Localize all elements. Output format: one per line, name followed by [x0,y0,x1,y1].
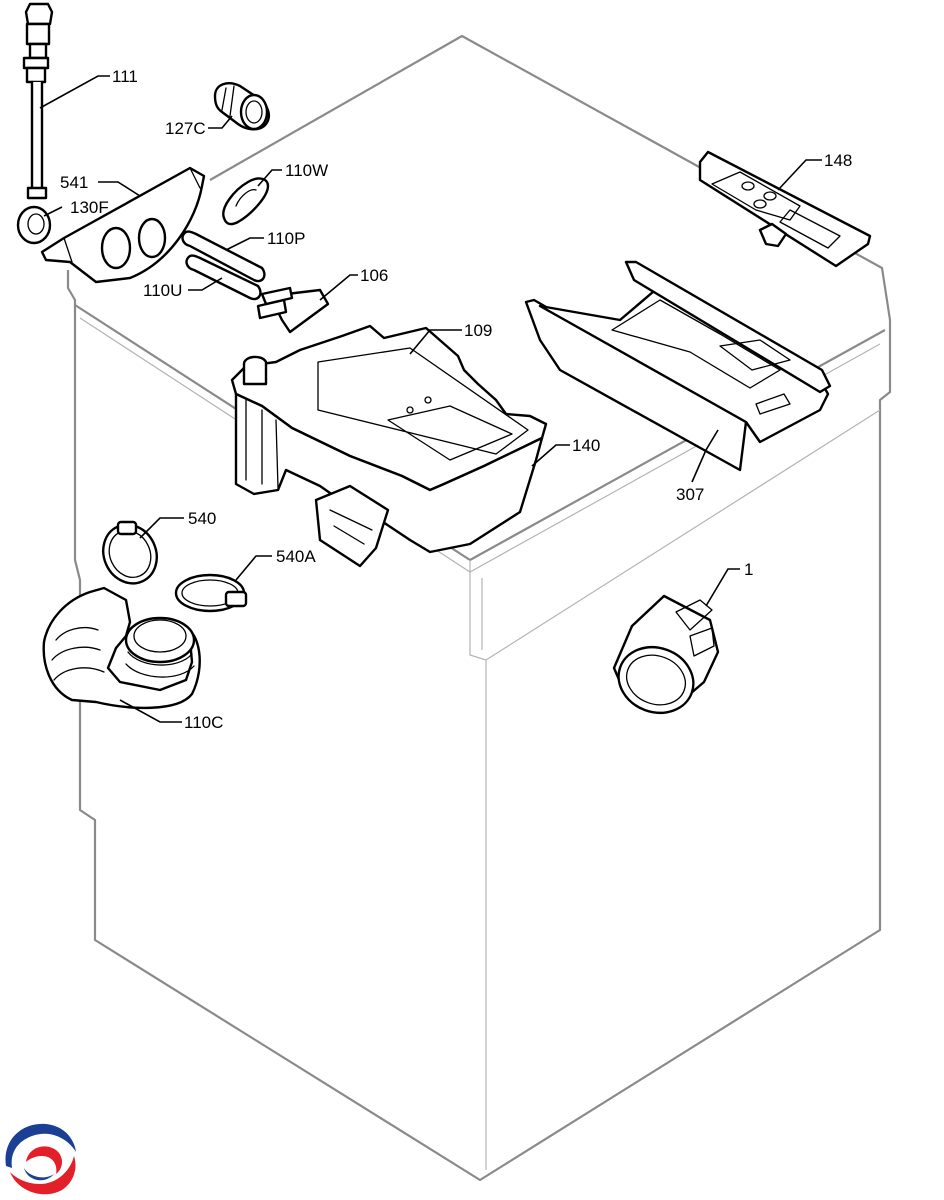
part-540A-clamp [174,573,248,613]
callout-140: 140 [572,436,600,455]
callout-130F: 130F [70,198,109,217]
part-1-heater-seal [612,594,720,714]
callout-109: 109 [464,321,492,340]
callout-110U: 110U [143,281,182,300]
part-111-inlet-hose [22,2,54,200]
callout-106: 106 [360,266,388,285]
part-130F-seal [16,205,52,245]
part-541-panel-bracket [40,166,206,284]
part-127C-fitting [213,82,270,131]
callout-540A: 540A [276,547,316,566]
callout-127C: 127C [165,119,206,138]
callout-110W: 110W [285,161,328,180]
callout-148: 148 [824,151,852,170]
part-140-dispenser-housing [234,355,544,568]
callout-1: 1 [744,560,753,579]
part-307-detergent-drawer [524,260,832,472]
callout-540: 540 [188,509,216,528]
callout-110C: 110C [184,713,223,732]
callout-110P: 110P [267,229,305,248]
part-110P-tube [181,230,266,283]
callout-labels: 111 127C 541 130F 110W 110P 110U 106 109… [60,67,852,732]
part-110C-bellows-hose [42,586,201,710]
callout-307: 307 [676,485,704,504]
part-110W-clip [222,177,270,226]
callout-111: 111 [112,67,138,86]
part-106-nozzle [256,286,330,334]
part-540-clamp [102,520,158,585]
brand-swirl-logo-icon [5,1123,76,1195]
callout-541: 541 [60,173,88,192]
part-110U-tube [185,254,262,301]
part-148-button-panel [698,150,872,268]
leader-lines [39,75,822,723]
